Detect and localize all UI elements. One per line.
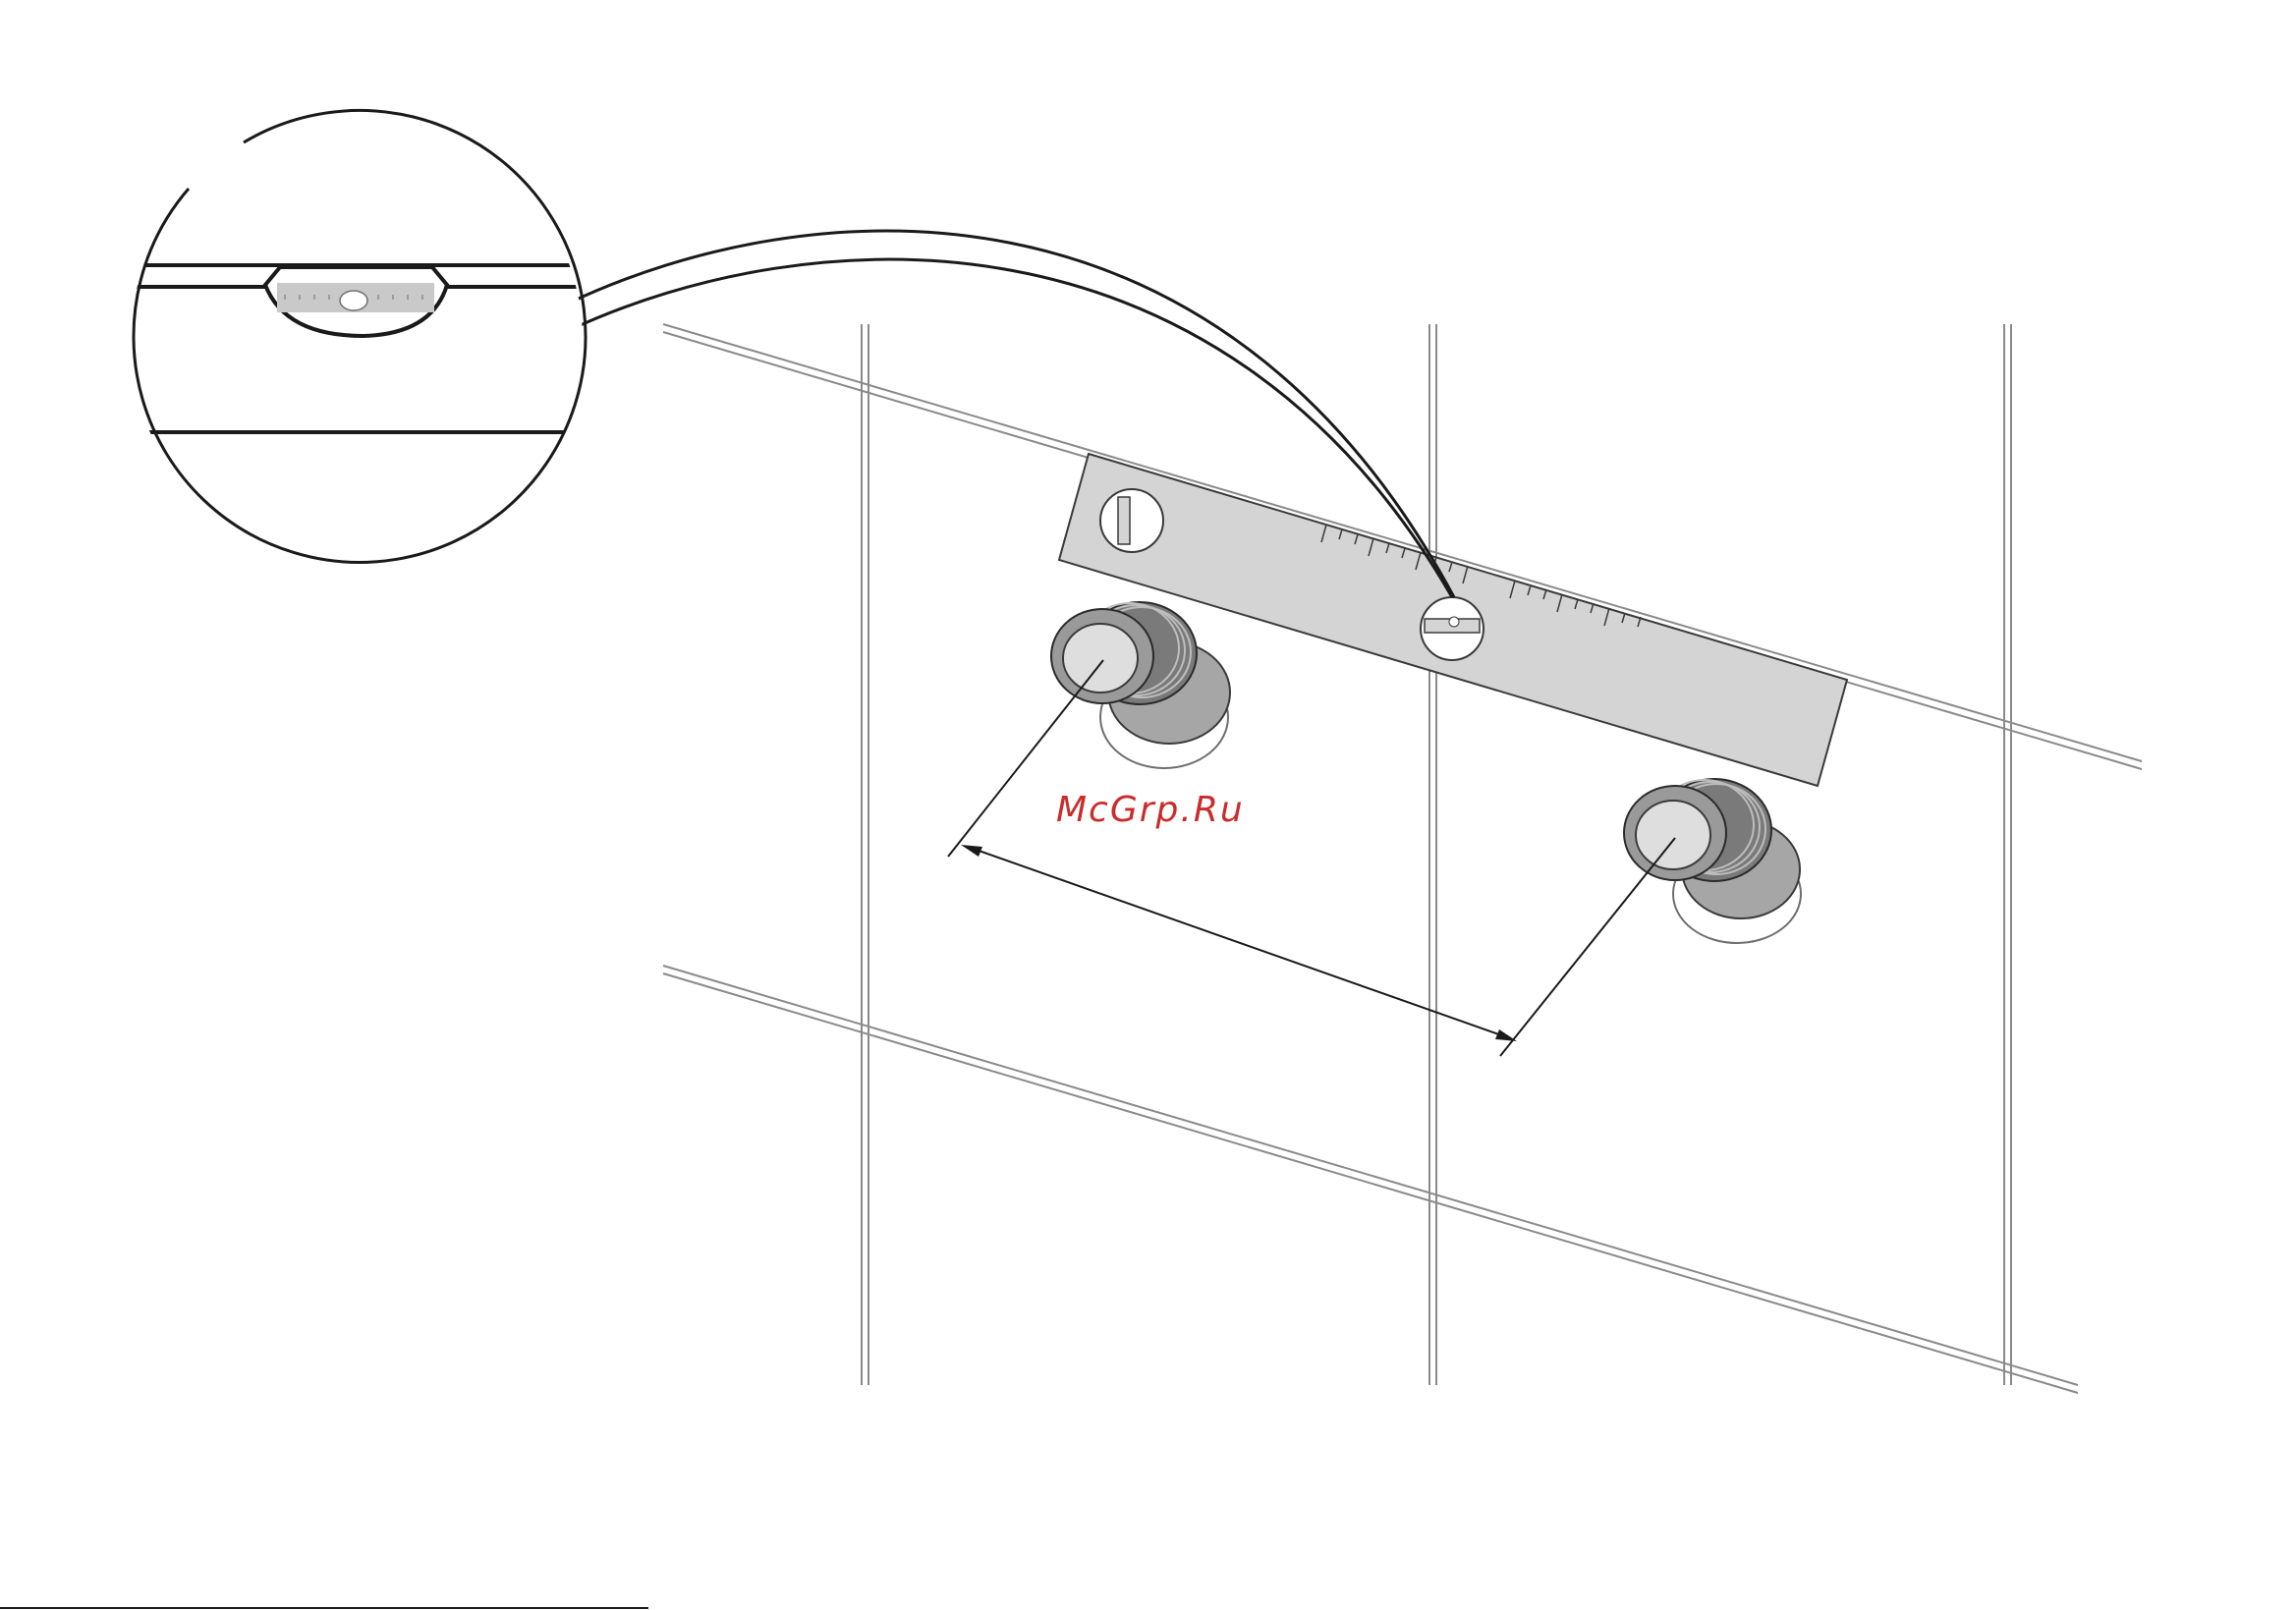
tile-grid xyxy=(663,324,2142,1393)
level-vial-center xyxy=(1421,597,1484,660)
grout-line-vertical-1 xyxy=(862,324,868,1385)
fitting-left-bore xyxy=(1063,624,1138,693)
arrowhead-left xyxy=(961,845,982,857)
grout-line-vertical-2 xyxy=(1429,324,1436,1385)
fitting-right-bore xyxy=(1636,801,1710,869)
extension-line-right xyxy=(1500,838,1675,1056)
level-vial-left xyxy=(1100,489,1163,552)
pipe-fitting-left xyxy=(1051,602,1230,768)
pipe-fitting-right xyxy=(1624,779,1801,943)
grout-line-vertical-3 xyxy=(2004,324,2011,1385)
magnifier-callout xyxy=(118,110,609,567)
arrowhead-right xyxy=(1495,1029,1517,1041)
watermark-text: McGrp.Ru xyxy=(1056,790,1245,830)
dimension-arrow xyxy=(948,660,1675,1056)
grout-line-middle xyxy=(663,966,2078,1393)
